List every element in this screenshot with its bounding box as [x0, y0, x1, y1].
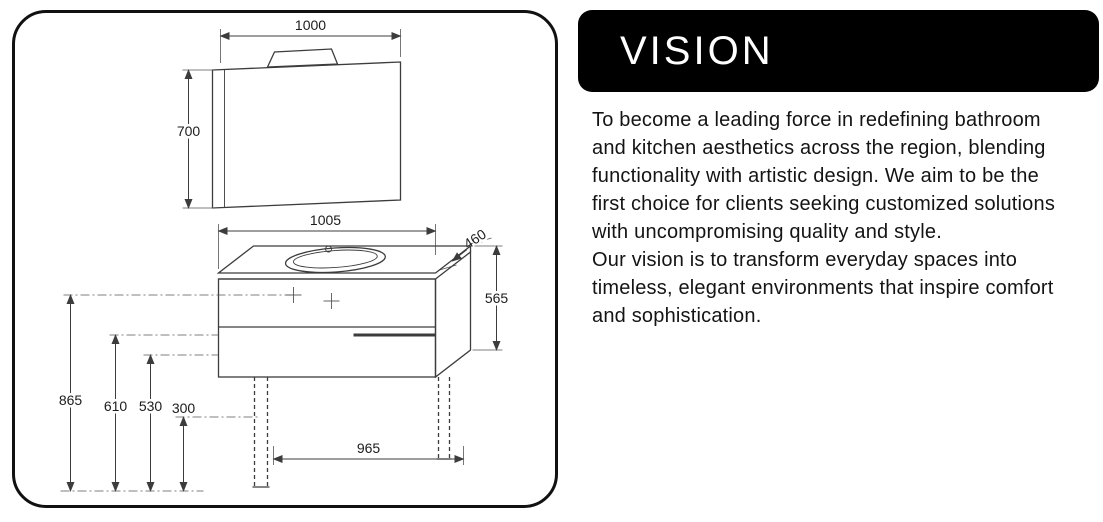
dim-mid-height-a-label: 610 [104, 398, 128, 414]
mirror-group [211, 48, 402, 209]
dim-mirror-height: 700 [174, 69, 215, 209]
tap-marker-right [323, 293, 340, 309]
mirror-lamp [266, 48, 339, 68]
vision-body: To become a leading force in redefining … [592, 106, 1070, 330]
dim-mid-height-b: 530 [136, 354, 219, 492]
cabinet-front [217, 278, 437, 378]
dim-base-clearance-label: 300 [172, 400, 196, 416]
dim-counter-width-label: 1005 [310, 212, 341, 228]
vanity-group [216, 245, 473, 488]
vision-header: VISION [578, 10, 1099, 92]
vision-title: VISION [620, 28, 774, 73]
dim-base-clearance: 300 [169, 398, 258, 492]
sink-basin [284, 246, 386, 274]
mirror [211, 61, 402, 209]
dim-total-height: 865 [56, 294, 292, 492]
legs [252, 377, 452, 488]
dim-mid-height-b-label: 530 [139, 398, 163, 414]
dim-base-width: 965 [272, 438, 465, 465]
faucet-hole [325, 245, 332, 253]
dim-mirror-width: 1000 [219, 15, 402, 63]
technical-drawing: 1000 700 1005 460 [56, 15, 511, 492]
dim-mirror-width-label: 1000 [295, 17, 326, 33]
dim-unit-height-label: 565 [485, 290, 509, 306]
drawing-panel: 1000 700 1005 460 [12, 10, 558, 508]
vision-paragraph-1: To become a leading force in redefining … [592, 109, 1056, 243]
vision-paragraph-2: Our vision is to transform everyday spac… [592, 249, 1054, 327]
dim-counter-width: 1005 [217, 210, 437, 269]
dim-total-height-label: 865 [59, 392, 83, 408]
dim-unit-height: 565 [472, 245, 511, 351]
dim-mid-height-a: 610 [101, 334, 219, 492]
dim-mirror-height-label: 700 [177, 123, 201, 139]
dim-base-width-label: 965 [357, 440, 381, 456]
dim-counter-depth-label: 460 [461, 226, 489, 252]
cabinet-side [434, 250, 472, 379]
